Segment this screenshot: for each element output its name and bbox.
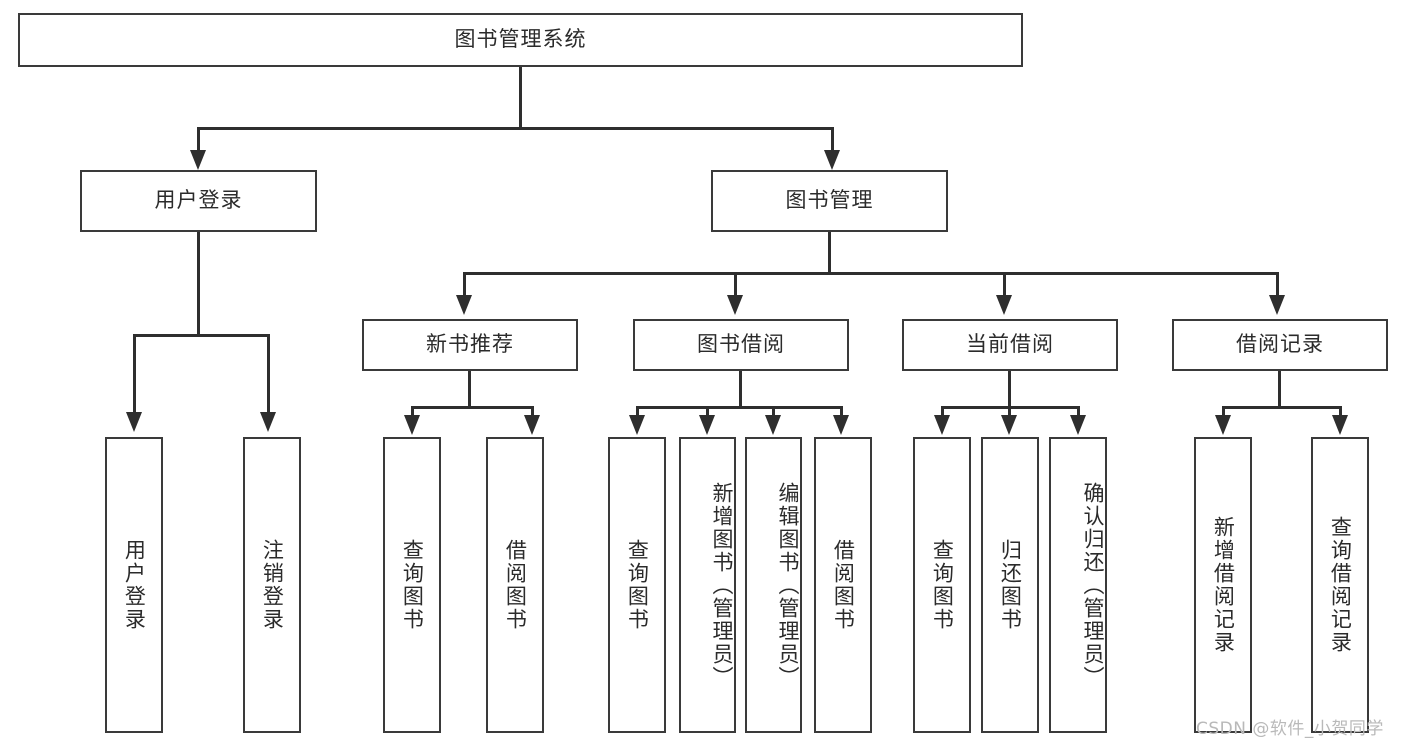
edge-userlogin-bar (133, 334, 270, 337)
arrowhead-currentborrow-2 (1001, 415, 1017, 435)
arrowhead-borrowrecord-2 (1332, 415, 1348, 435)
edge-borrowrecord-drop-1 (1222, 406, 1225, 418)
edge-level2-bar (197, 127, 834, 130)
node-label: 查询图书 (625, 539, 650, 631)
leaf-confirm-return-admin[interactable]: 确认归还（管理员） (1049, 437, 1107, 733)
node-label: 查询借阅记录 (1328, 516, 1353, 654)
node-current-borrow[interactable]: 当前借阅 (902, 319, 1118, 371)
arrowhead-currentborrow-1 (934, 415, 950, 435)
edge-level3-drop-3 (1003, 272, 1006, 298)
node-borrow-record[interactable]: 借阅记录 (1172, 319, 1388, 371)
csdn-watermark: CSDN @软件_小贺同学 (1196, 714, 1384, 739)
node-label: 用户登录 (154, 188, 243, 213)
arrowhead-borrowrecord-1 (1215, 415, 1231, 435)
arrowhead-level3-1 (456, 295, 472, 315)
node-label: 当前借阅 (966, 332, 1054, 357)
node-label: 图书管理 (785, 188, 874, 213)
edge-borrowrecord-drop-2 (1339, 406, 1342, 418)
arrowhead-userlogin-leaf2 (260, 412, 276, 432)
node-label: 查询图书 (930, 539, 955, 631)
edge-currentborrow-stem (1008, 371, 1011, 409)
arrowhead-level2-left (190, 150, 206, 170)
node-book-borrow[interactable]: 图书借阅 (633, 319, 849, 371)
leaf-add-borrow-record[interactable]: 新增借阅记录 (1194, 437, 1252, 733)
edge-currentborrow-drop-1 (941, 406, 944, 418)
edge-bookborrow-stem (739, 371, 742, 409)
node-label: 借阅记录 (1236, 332, 1324, 357)
node-label: 图书管理系统 (454, 27, 587, 52)
edge-newbook-drop-1 (411, 406, 414, 418)
node-book-management[interactable]: 图书管理 (711, 170, 948, 232)
node-new-book-recommend[interactable]: 新书推荐 (362, 319, 578, 371)
leaf-query-borrow-record[interactable]: 查询借阅记录 (1311, 437, 1369, 733)
edge-level3-drop-4 (1276, 272, 1279, 298)
node-label: 查询图书 (400, 539, 425, 631)
edge-newbook-bar (411, 406, 534, 409)
arrowhead-level3-3 (996, 295, 1012, 315)
node-label: 注销登录 (260, 539, 285, 631)
node-label: 用户登录 (122, 539, 147, 631)
edge-newbook-stem (468, 371, 471, 409)
arrowhead-level3-4 (1269, 295, 1285, 315)
leaf-query-book-borrow[interactable]: 查询图书 (608, 437, 666, 733)
node-label: 归还图书 (998, 539, 1023, 631)
node-label: 借阅图书 (503, 539, 528, 631)
leaf-return-book[interactable]: 归还图书 (981, 437, 1039, 733)
edge-currentborrow-drop-2 (1008, 406, 1011, 418)
leaf-add-book-admin[interactable]: 新增图书（管理员） (679, 437, 736, 733)
node-label: 新增借阅记录 (1211, 516, 1236, 654)
edge-bookborrow-bar (636, 406, 843, 409)
leaf-query-book-recommend[interactable]: 查询图书 (383, 437, 441, 733)
edge-userlogin-leaf1-drop (133, 334, 136, 414)
node-label: 新书推荐 (426, 332, 514, 357)
node-label: 新增图书（管理员） (710, 481, 734, 689)
edge-level3-drop-1 (463, 272, 466, 298)
edge-bookborrow-drop-4 (840, 406, 843, 418)
arrowhead-newbook-1 (404, 415, 420, 435)
edge-userlogin-leaf2-drop (267, 334, 270, 414)
edge-borrowrecord-stem (1278, 371, 1281, 409)
edge-level2-left-drop (197, 127, 200, 155)
edge-bookmgmt-stem (828, 232, 831, 274)
edge-bookborrow-drop-1 (636, 406, 639, 418)
leaf-logout-login[interactable]: 注销登录 (243, 437, 301, 733)
arrowhead-currentborrow-3 (1070, 415, 1086, 435)
arrowhead-bookborrow-1 (629, 415, 645, 435)
edge-bookborrow-drop-3 (772, 406, 775, 418)
watermark-text: CSDN @软件_小贺同学 (1196, 719, 1384, 739)
leaf-borrow-book-recommend[interactable]: 借阅图书 (486, 437, 544, 733)
edge-level2-right-drop (831, 127, 834, 155)
edge-level3-drop-2 (734, 272, 737, 298)
edge-level3-bar (463, 272, 1279, 275)
edge-newbook-drop-2 (531, 406, 534, 418)
arrowhead-level2-right (824, 150, 840, 170)
arrowhead-bookborrow-2 (699, 415, 715, 435)
leaf-user-login[interactable]: 用户登录 (105, 437, 163, 733)
node-user-login[interactable]: 用户登录 (80, 170, 317, 232)
leaf-edit-book-admin[interactable]: 编辑图书（管理员） (745, 437, 802, 733)
edge-root-stem (519, 67, 522, 127)
leaf-query-book-current[interactable]: 查询图书 (913, 437, 971, 733)
node-label: 确认归还（管理员） (1081, 481, 1105, 689)
edge-borrowrecord-bar (1222, 406, 1342, 409)
edge-currentborrow-drop-3 (1077, 406, 1080, 418)
leaf-borrow-book[interactable]: 借阅图书 (814, 437, 872, 733)
arrowhead-level3-2 (727, 295, 743, 315)
edge-userlogin-stem (197, 232, 200, 336)
arrowhead-newbook-2 (524, 415, 540, 435)
arrowhead-userlogin-leaf1 (126, 412, 142, 432)
node-label: 借阅图书 (831, 539, 856, 631)
edge-bookborrow-drop-2 (706, 406, 709, 418)
node-root-system[interactable]: 图书管理系统 (18, 13, 1023, 67)
arrowhead-bookborrow-3 (765, 415, 781, 435)
node-label: 图书借阅 (697, 332, 785, 357)
arrowhead-bookborrow-4 (833, 415, 849, 435)
node-label: 编辑图书（管理员） (776, 481, 800, 689)
